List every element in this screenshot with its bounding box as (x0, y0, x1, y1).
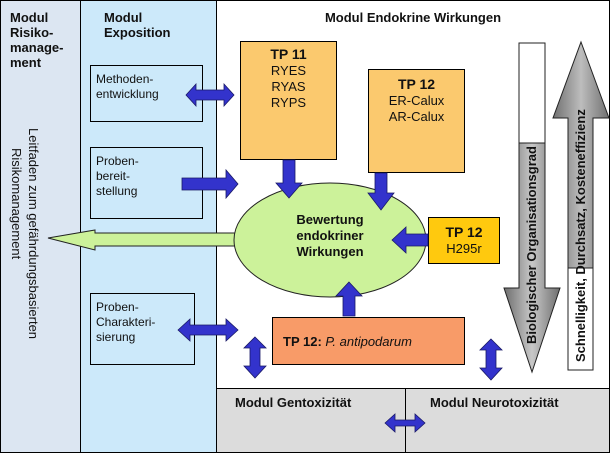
organization-level-label: Biologischer Organisationsgrad (524, 146, 539, 344)
guideline-line-2: Risikomanagement (9, 148, 24, 260)
title-line: Modul (10, 10, 49, 25)
arrow-white-section (567, 267, 594, 371)
tp12-snail-label: TP 12: (283, 334, 322, 349)
tp11-label: TP 11 (270, 46, 307, 62)
tp11-item: RYPS (270, 95, 307, 110)
module-exposition-title: Modul Exposition (104, 10, 170, 40)
box-line: Proben- (96, 300, 139, 314)
double-vertical-arrow-icon (243, 336, 267, 379)
title-line: ment (10, 55, 42, 70)
title-line: Modul (104, 10, 143, 25)
tp12-h295r-box: TP 12 H295r (428, 217, 500, 264)
tp11-box: TP 11 RYES RYAS RYPS (240, 41, 337, 160)
tp12-item: AR-Calux (388, 109, 445, 124)
tp12-snail-species: P. antipodarum (325, 334, 412, 349)
left-arrow-icon (391, 226, 429, 254)
module-gentox-title: Modul Gentoxizität (235, 395, 352, 410)
module-risk-title: Modul Risiko- manage- ment (10, 10, 63, 70)
title-line: Exposition (104, 25, 171, 40)
box-line: Methoden- (96, 72, 154, 86)
module-gentox: Modul Gentoxizität (216, 388, 406, 453)
efficiency-label: Schnelligkeit, Durchsatz, Kosteneffizien… (573, 109, 588, 362)
assessment-line: Wirkungen (296, 244, 364, 259)
tp12-calux-box: TP 12 ER-Calux AR-Calux (368, 69, 465, 173)
title-line: manage- (10, 40, 64, 55)
tp12-item: H295r (446, 241, 482, 256)
right-arrow-icon (181, 168, 239, 200)
up-arrow-icon (335, 281, 363, 317)
module-endocrine-title: Modul Endokrine Wirkungen (324, 10, 502, 25)
down-arrow-icon (367, 172, 395, 211)
tp12-label: TP 12 (445, 224, 483, 240)
guideline-text: Leitfaden zum gefährdungsbasierten Risik… (8, 128, 54, 348)
down-arrow-icon (275, 159, 303, 199)
module-risk-column (0, 0, 81, 453)
box-line: Proben- (96, 154, 139, 168)
box-line: entwicklung (96, 87, 159, 101)
module-neurotox: Modul Neurotoxizität (405, 388, 610, 453)
assessment-text: Bewertung endokriner Wirkungen (270, 212, 390, 260)
module-neurotox-title: Modul Neurotoxizität (430, 395, 559, 410)
tp12-label: TP 12 (397, 76, 436, 92)
guideline-arrow (47, 229, 261, 251)
title-line: Risiko- (10, 25, 54, 40)
double-arrow-icon (185, 82, 235, 108)
box-line: bereit- (96, 169, 131, 183)
box-line: sierung (96, 330, 136, 344)
tp11-item: RYES (270, 63, 307, 78)
tp12-item: ER-Calux (388, 93, 445, 108)
arrow-white-section (518, 42, 546, 144)
assessment-line: endokriner (296, 228, 364, 243)
double-vertical-arrow-icon (479, 338, 503, 381)
double-arrow-icon (384, 413, 426, 433)
guideline-line-1: Leitfaden zum gefährdungsbasierten (26, 128, 41, 340)
box-methodenentwicklung: Methoden- entwicklung (90, 65, 203, 122)
box-line: stellung (96, 184, 138, 198)
assessment-line: Bewertung (296, 212, 364, 227)
tp11-item: RYAS (271, 79, 306, 94)
double-arrow-icon (177, 318, 239, 342)
tp12-snail-box: TP 12: P. antipodarum (272, 317, 465, 365)
box-line: Charakteri- (96, 315, 156, 329)
